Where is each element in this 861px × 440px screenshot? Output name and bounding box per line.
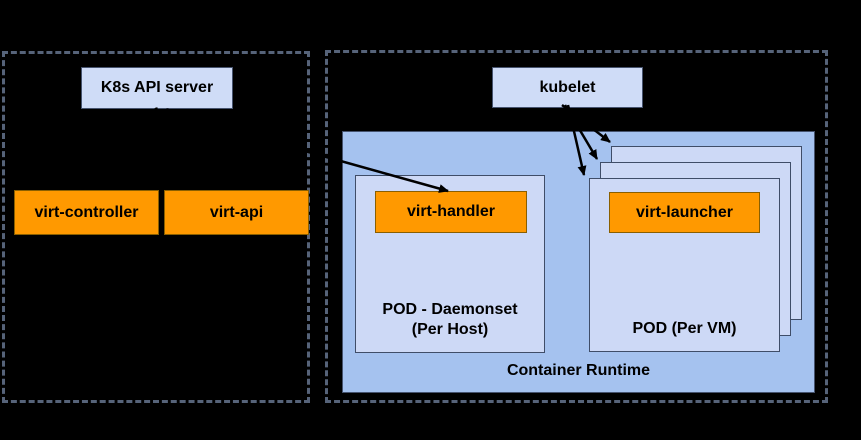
container-runtime-label: Container Runtime [506,362,651,379]
virt-api-label: virt-api [209,203,264,221]
virt-launcher-box: virt-launcher [609,192,760,233]
kubelet-box: kubelet [492,67,643,108]
pod-per-vm-label: POD (Per VM) [632,320,737,337]
pod-daemonset-label: POD - Daemonset (Per Host) [356,300,544,340]
k8s-api-server-label: K8s API server [100,79,214,96]
pod-daemonset-label-line2: (Per Host) [411,321,489,338]
virt-handler-box: virt-handler [375,191,527,233]
k8s-api-server-box: K8s API server [81,67,233,109]
pod-daemonset-label-line1: POD - Daemonset [382,301,518,318]
virt-launcher-label: virt-launcher [636,203,733,221]
node-group-boundary [325,50,828,403]
kubelet-label: kubelet [539,78,596,96]
virt-controller-box: virt-controller [14,190,159,235]
virt-api-box: virt-api [164,190,309,235]
virt-controller-label: virt-controller [34,203,139,221]
virt-handler-label: virt-handler [406,203,495,220]
